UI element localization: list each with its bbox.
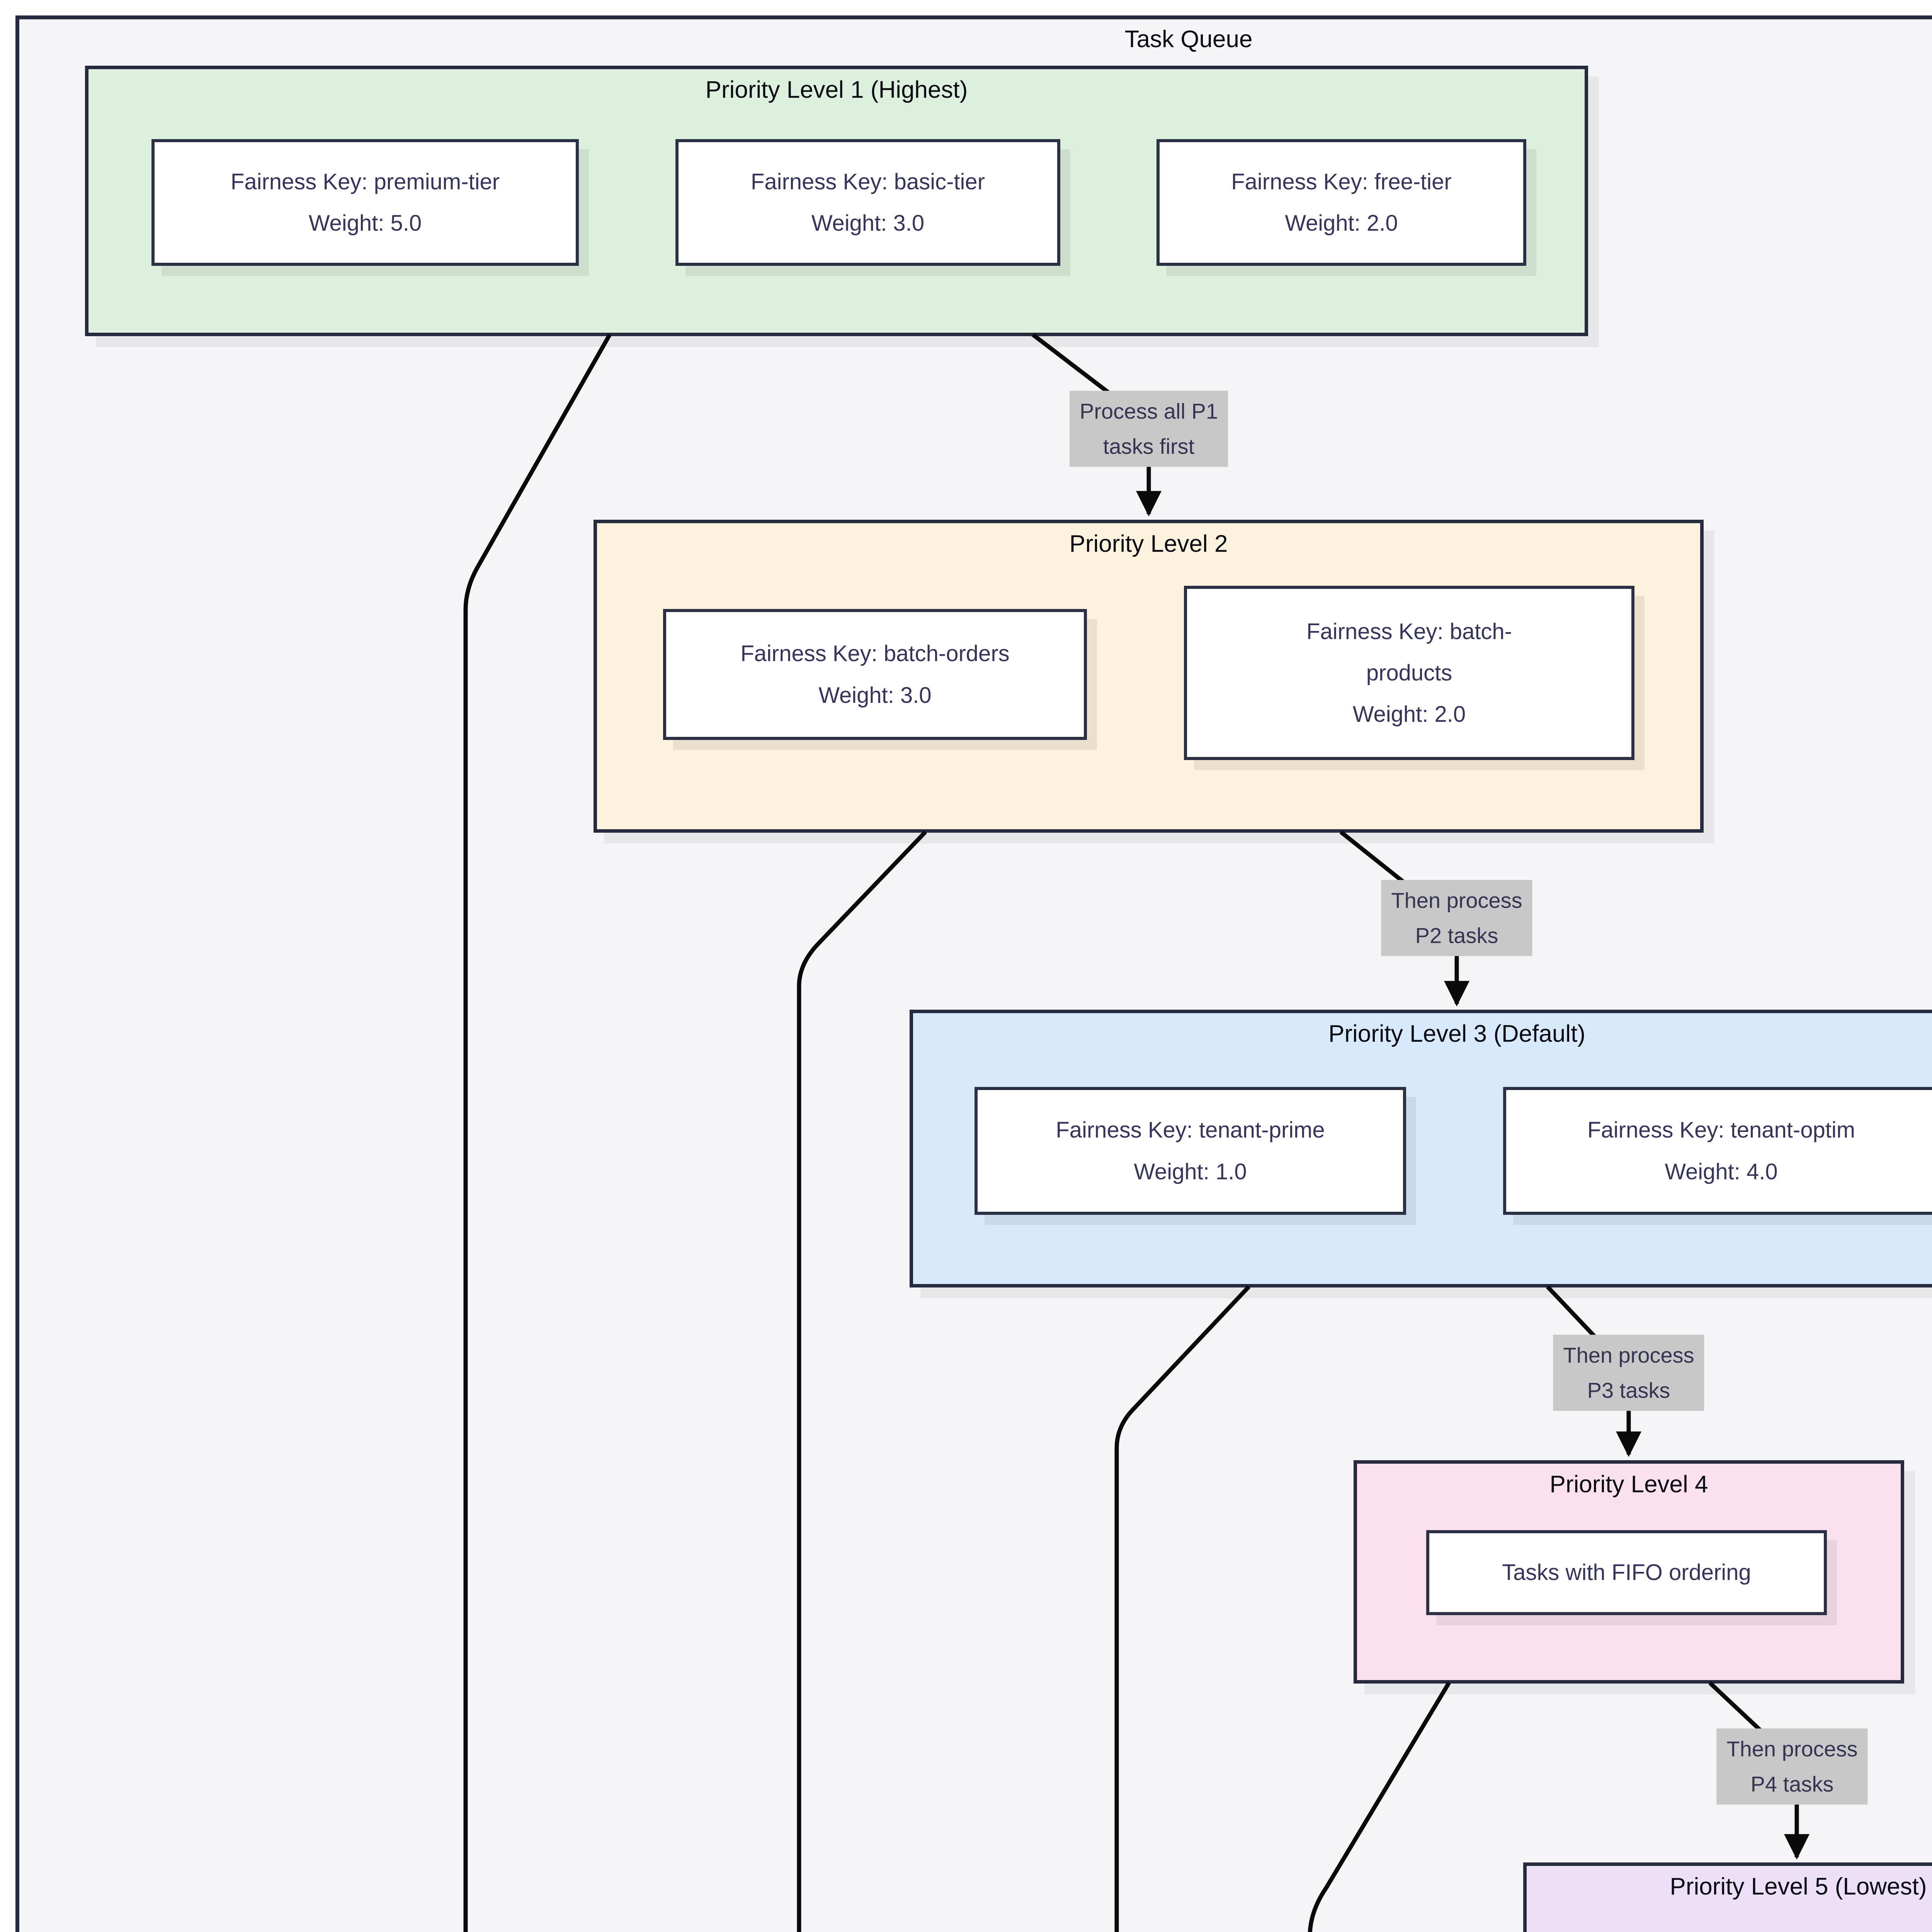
cluster-priority-level-2-title: Priority Level 2: [1069, 531, 1228, 557]
cluster-priority-level-5-title: Priority Level 5 (Lowest): [1670, 1873, 1927, 1900]
edge-label-then-process-p3: Then process P3 tasks: [1553, 1335, 1704, 1411]
cluster-priority-level-4-title: Priority Level 4: [1549, 1471, 1708, 1498]
cluster-priority-level-3-title: Priority Level 3 (Default): [1328, 1020, 1586, 1047]
edge-label-process-all-p1: Process all P1 tasks first: [1070, 391, 1228, 467]
node-fairness-tenant-prime: Fairness Key: tenant-prime Weight: 1.0: [975, 1087, 1406, 1215]
node-p4-fifo-ordering: Tasks with FIFO ordering: [1426, 1530, 1827, 1615]
cluster-priority-level-1-title: Priority Level 1 (Highest): [705, 77, 968, 103]
edge-label-then-process-p4: Then process P4 tasks: [1716, 1728, 1868, 1805]
node-fairness-free-tier: Fairness Key: free-tier Weight: 2.0: [1156, 139, 1526, 266]
node-fairness-premium-tier: Fairness Key: premium-tier Weight: 5.0: [151, 139, 579, 266]
node-fairness-basic-tier: Fairness Key: basic-tier Weight: 3.0: [675, 139, 1060, 266]
task-queue-title: Task Queue: [1124, 26, 1253, 53]
cluster-priority-level-5: Priority Level 5 (Lowest): [1523, 1862, 1932, 1932]
node-fairness-batch-orders: Fairness Key: batch-orders Weight: 3.0: [663, 609, 1087, 740]
edge-label-then-process-p2: Then process P2 tasks: [1381, 880, 1532, 956]
node-fairness-tenant-optim: Fairness Key: tenant-optim Weight: 4.0: [1503, 1087, 1932, 1215]
node-fairness-batch-products: Fairness Key: batch- products Weight: 2.…: [1184, 586, 1634, 760]
